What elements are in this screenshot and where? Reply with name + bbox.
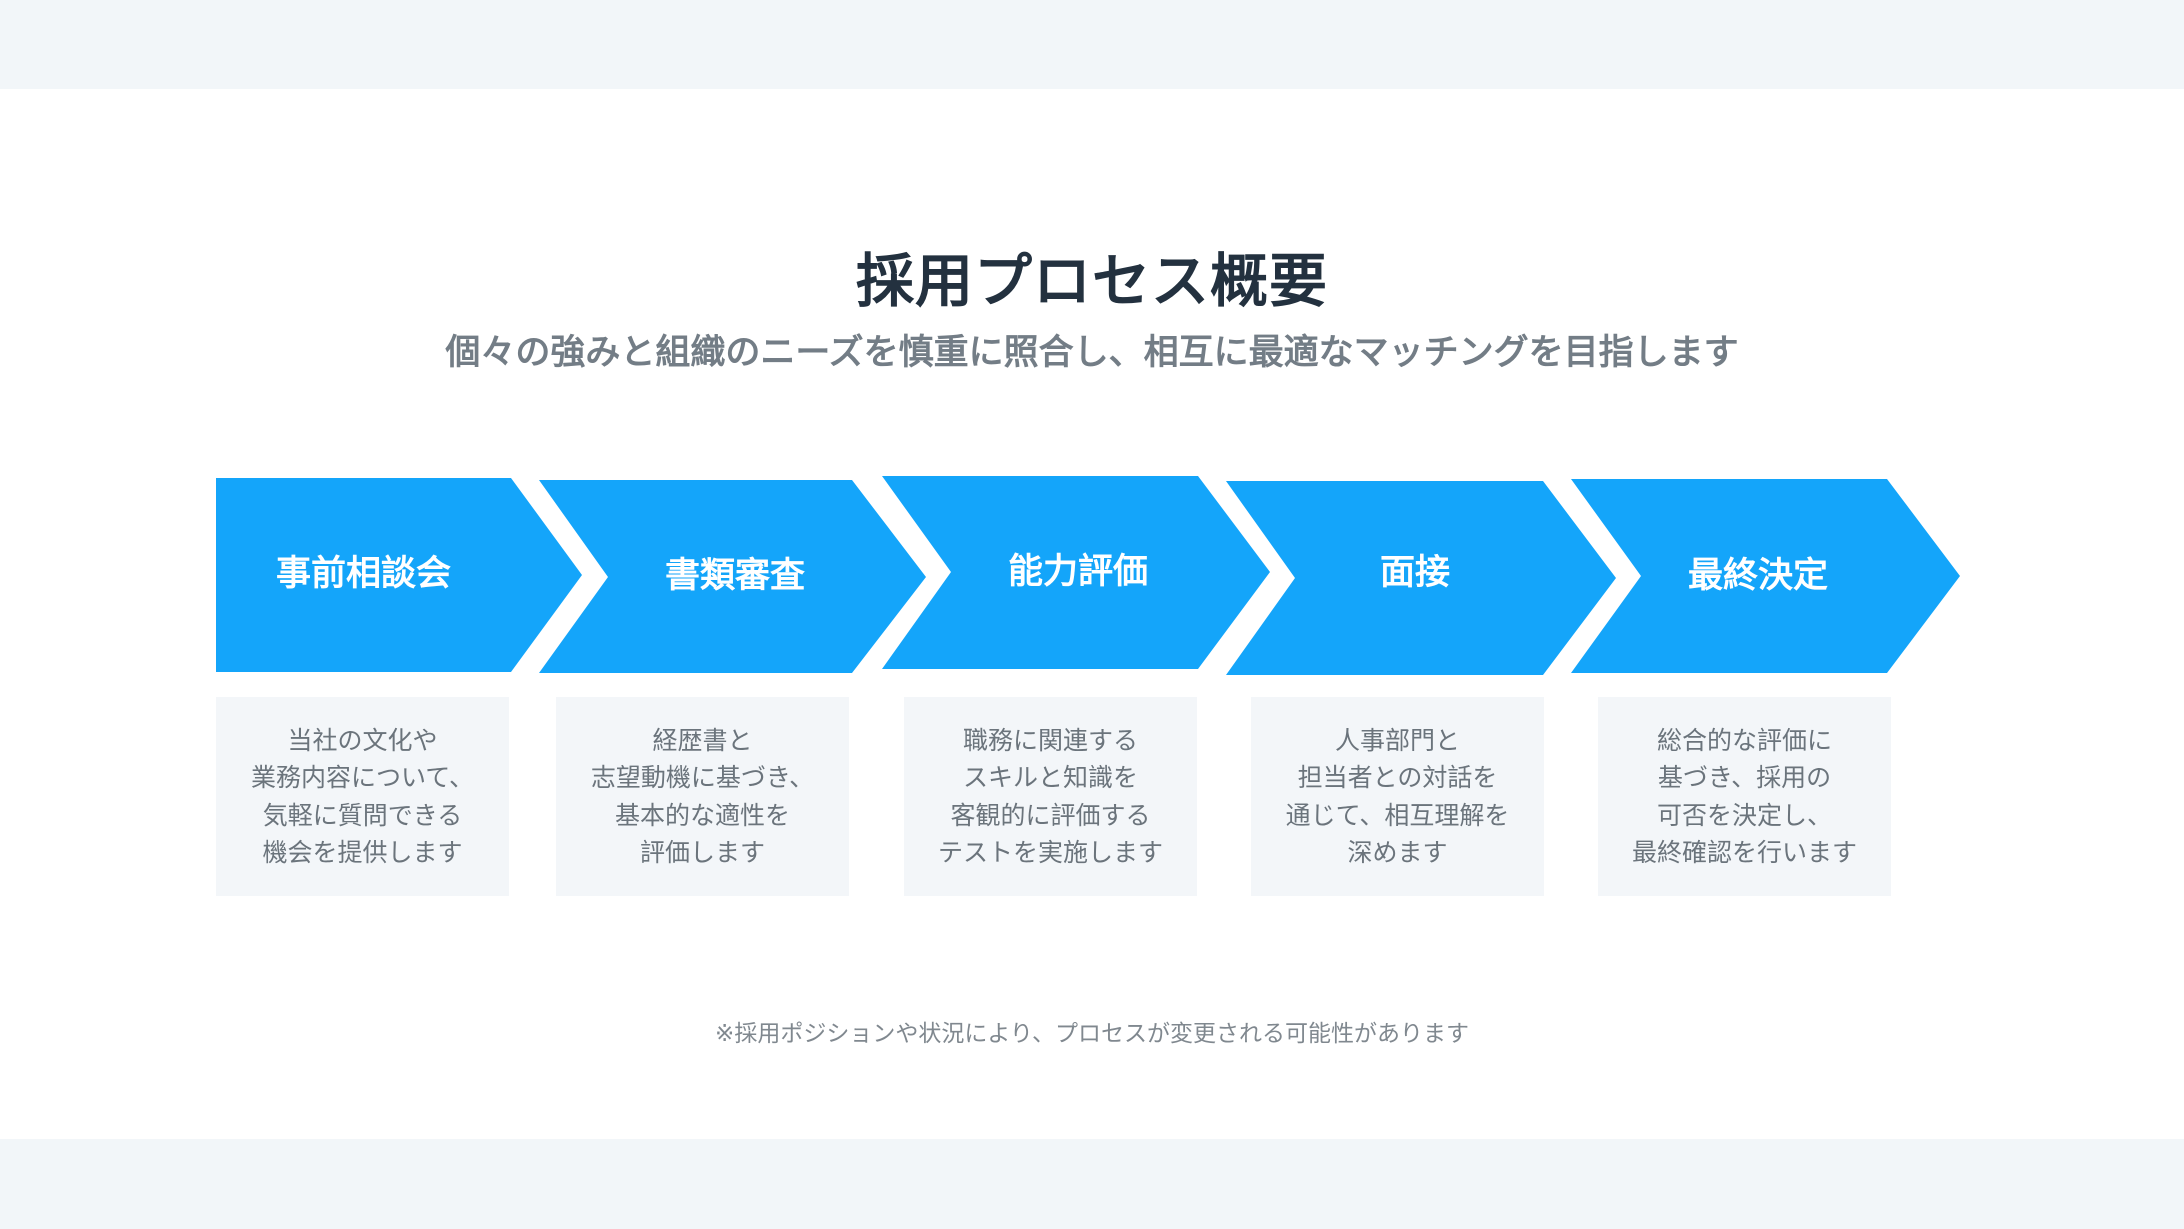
step-2-arrow-shape bbox=[539, 480, 926, 673]
bottom-band bbox=[0, 1139, 2184, 1229]
page-title: 採用プロセス概要 bbox=[855, 247, 1328, 315]
step-4-arrow-shape bbox=[1226, 481, 1616, 675]
step-2-description-box: 経歴書と 志望動機に基づき、 基本的な適性を 評価します bbox=[556, 697, 849, 896]
top-band bbox=[0, 0, 2184, 89]
step-2-description: 経歴書と 志望動機に基づき、 基本的な適性を 評価します bbox=[590, 725, 815, 868]
step-3-description-box: 職務に関連する スキルと知識を 客観的に評価する テストを実施します bbox=[904, 697, 1197, 896]
step-3-description: 職務に関連する スキルと知識を 客観的に評価する テストを実施します bbox=[937, 725, 1163, 868]
footnote: ※採用ポジションや状況により、プロセスが変更される可能性があります bbox=[715, 1021, 1469, 1047]
step-5-description-box: 総合的な評価に 基づき、採用の 可否を決定し、 最終確認を行います bbox=[1598, 697, 1891, 896]
step-5-description: 総合的な評価に 基づき、採用の 可否を決定し、 最終確認を行います bbox=[1631, 725, 1857, 868]
step-4-description-box: 人事部門と 担当者との対話を 通じて、相互理解を 深めます bbox=[1251, 697, 1544, 896]
step-5-arrow-shape bbox=[1571, 479, 1960, 673]
step-3-arrow-shape bbox=[882, 476, 1270, 669]
step-4-description: 人事部門と 担当者との対話を 通じて、相互理解を 深めます bbox=[1285, 725, 1510, 868]
step-1-arrow-shape bbox=[216, 478, 582, 672]
step-4-label: 面接 bbox=[1379, 553, 1450, 593]
page-subtitle: 個々の強みと組織のニーズを慎重に照合し、相互に最適なマッチングを目指します bbox=[445, 333, 1739, 373]
step-2-label: 書類審査 bbox=[664, 556, 805, 596]
step-3-label: 能力評価 bbox=[1007, 552, 1148, 592]
step-1-label: 事前相談会 bbox=[275, 554, 451, 594]
step-1-description: 当社の文化や 業務内容について、 気軽に質問できる 機会を提供します bbox=[250, 725, 474, 868]
step-1-description-box: 当社の文化や 業務内容について、 気軽に質問できる 機会を提供します bbox=[216, 697, 509, 896]
step-5-label: 最終決定 bbox=[1687, 556, 1828, 596]
